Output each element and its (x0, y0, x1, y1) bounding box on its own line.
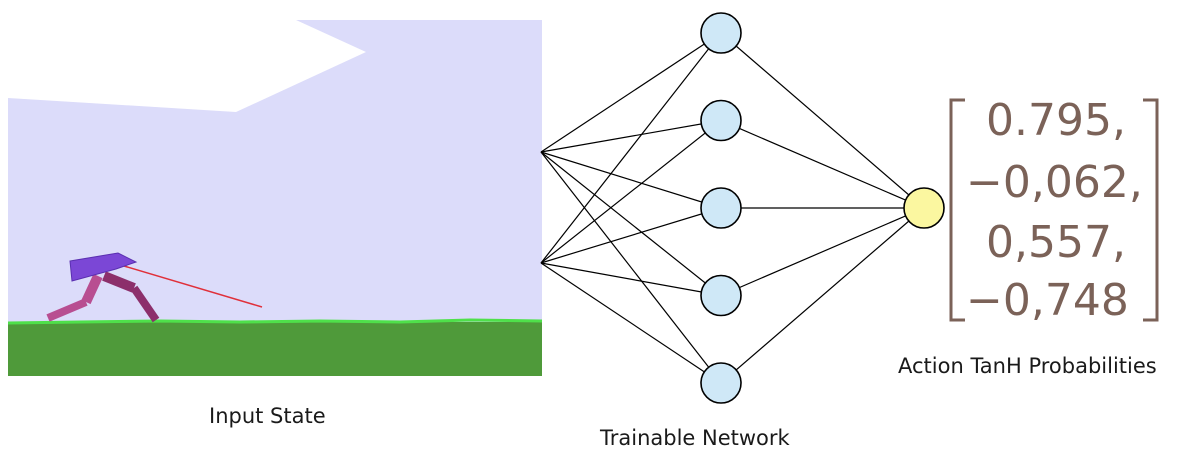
hidden-neuron-2 (700, 99, 742, 142)
output-edge-1 (720, 32, 925, 209)
output-edge-4 (720, 207, 925, 297)
walker-back-leg-upper (81, 273, 103, 305)
output-vector: 0.795, −0,062, 0,557, −0,748 (949, 95, 1159, 326)
walker-back-leg-lower (46, 298, 88, 322)
environment-ground (8, 322, 542, 376)
input-edge-1-2 (540, 119, 722, 153)
output-edge-5 (720, 207, 925, 384)
network-connections (540, 32, 925, 384)
left-bracket (949, 98, 965, 322)
environment-cloud (8, 20, 366, 112)
action-probabilities-caption: Action TanH Probabilities (898, 354, 1157, 378)
output-edge-2 (720, 119, 925, 209)
vector-value-1: 0.795, (986, 95, 1126, 146)
right-bracket (1143, 98, 1159, 322)
walker-robot (46, 252, 263, 323)
hidden-neuron-5 (700, 362, 742, 404)
walker-lidar-ray (123, 265, 263, 308)
hidden-neuron-4 (700, 274, 742, 317)
input-edge-2-1 (540, 32, 722, 264)
input-edge-2-5 (540, 262, 722, 384)
walker-front-leg-lower (130, 285, 160, 323)
output-neuron (903, 187, 945, 229)
input-edge-1-3 (540, 151, 722, 209)
hidden-neuron-1 (700, 12, 742, 54)
walker-hull (69, 252, 138, 282)
walker-front-leg-upper (102, 271, 136, 293)
environment-frame (7, 20, 543, 376)
input-edge-2-3 (540, 207, 722, 264)
input-edge-1-4 (540, 151, 722, 296)
environment-ground-edge (7, 318, 543, 325)
input-edge-1-5 (540, 151, 722, 384)
hidden-neuron-3 (700, 187, 742, 229)
trainable-network-caption: Trainable Network (600, 426, 790, 450)
input-edge-1-1 (540, 32, 722, 153)
vector-value-2: −0,062, (966, 157, 1143, 208)
input-edge-2-2 (540, 120, 722, 264)
input-state-caption: Input State (209, 404, 326, 428)
network-neurons (700, 12, 945, 404)
vector-value-3: 0,557, (986, 217, 1126, 268)
vector-value-4: −0,748 (966, 275, 1129, 326)
input-edge-2-4 (540, 262, 722, 297)
